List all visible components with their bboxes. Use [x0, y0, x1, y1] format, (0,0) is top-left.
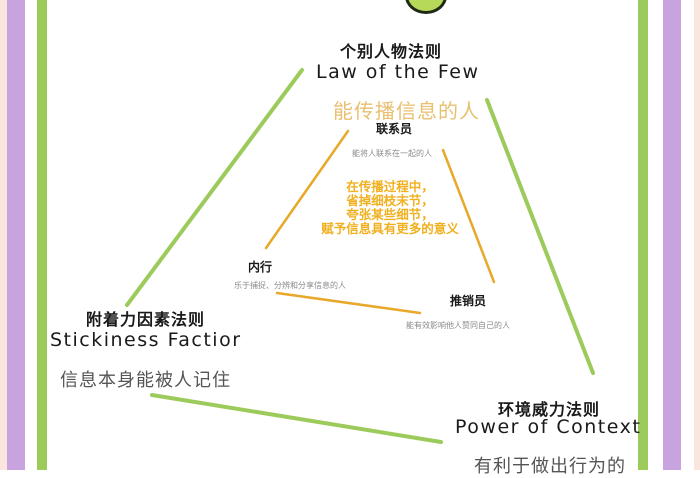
green-line-top-left — [125, 68, 304, 307]
left-purple-border — [7, 0, 25, 470]
right-green-border — [638, 0, 648, 470]
orange-line-left — [264, 129, 350, 250]
left-edge-strip — [0, 0, 7, 470]
center-text-line: 省掉细枝末节， — [346, 193, 434, 208]
right-edge-strip — [694, 0, 700, 470]
role-connector-description: 能将人联系在一起的人 — [352, 149, 432, 158]
role-maven-label: 内行 — [248, 260, 273, 274]
stickiness-description: 信息本身能被人记住 — [60, 370, 231, 391]
role-maven-description: 乐于捕捉、分辨和分享信息的人 — [234, 281, 346, 290]
law-of-few-title-en: Law of the Few — [316, 61, 480, 83]
role-salesman-label: 推销员 — [450, 294, 487, 308]
stickiness-title-en: Stickiness Factior — [50, 329, 242, 351]
green-line-top-right — [485, 98, 595, 375]
orange-line-right — [441, 148, 496, 284]
left-green-border — [37, 0, 47, 470]
context-description: 有利于做出行为的 — [474, 456, 626, 477]
orange-line-bottom — [275, 291, 422, 315]
center-text-line: 夸张某些细节， — [346, 207, 434, 222]
context-title-zh: 环境威力法则 — [498, 400, 601, 419]
center-text-block: 在传播过程中， 省掉细枝末节， 夸张某些细节， 赋予信息具有更多的意义 — [300, 180, 480, 236]
law-of-few-title-zh: 个别人物法则 — [340, 42, 443, 61]
stickiness-title-zh: 附着力因素法则 — [86, 310, 206, 329]
role-salesman-description: 能有效影响他人赞同自己的人 — [406, 321, 510, 330]
role-connector-label: 联系员 — [376, 122, 413, 136]
context-title-en: Power of Context — [455, 416, 642, 438]
center-text-line: 在传播过程中， — [346, 179, 434, 194]
green-line-bottom — [150, 393, 443, 444]
right-purple-border — [663, 0, 681, 470]
law-of-few-description: 能传播信息的人 — [333, 99, 480, 123]
center-text-line: 赋予信息具有更多的意义 — [321, 221, 459, 236]
